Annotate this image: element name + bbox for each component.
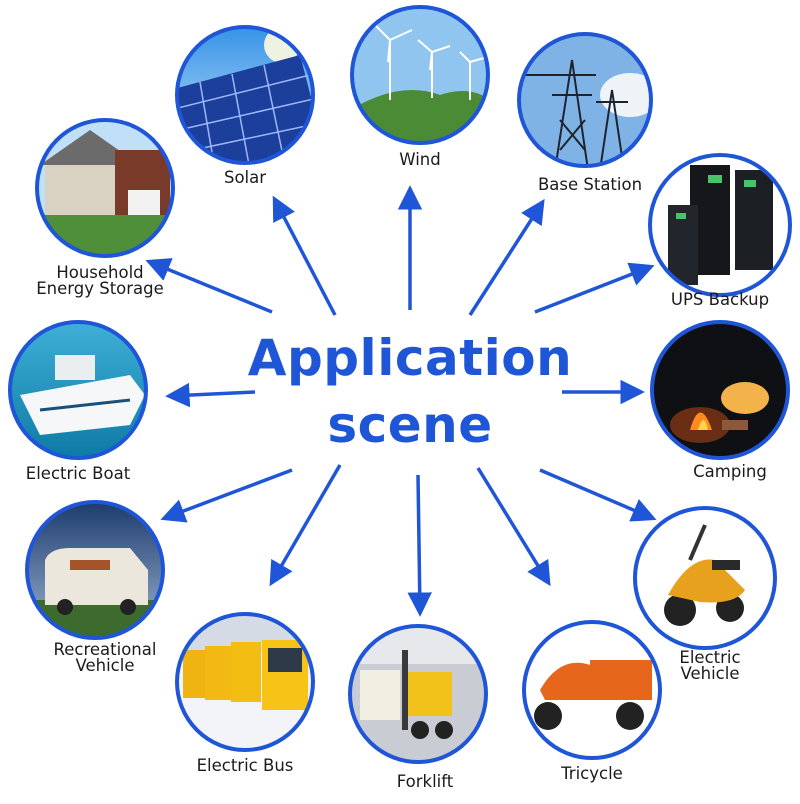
label-rv-line-1: Recreational — [53, 640, 157, 659]
arrow-to-electric-vehicle — [539, 468, 657, 522]
arrow-to-base-station — [468, 198, 545, 316]
arrow-to-electric-bus — [269, 464, 342, 587]
house-photo — [35, 118, 175, 258]
bus-photo — [175, 612, 315, 752]
label-electric-vehicle: Electric Vehicle — [665, 648, 755, 683]
campfire-photo — [650, 320, 790, 460]
boat-photo — [8, 320, 148, 460]
label-rv: Recreational Vehicle — [30, 640, 180, 675]
label-electric-bus: Electric Bus — [196, 756, 294, 775]
ups-cabinet-photo — [648, 153, 792, 297]
title-line-2: scene — [327, 396, 493, 454]
label-electric-vehicle-line-2: Vehicle — [680, 664, 740, 683]
solar-photo — [175, 25, 315, 165]
arrow-to-solar — [272, 195, 337, 316]
label-forklift: Forklift — [396, 772, 454, 791]
label-electric-vehicle-line-1: Electric — [679, 648, 741, 667]
arrow-to-forklift — [407, 474, 432, 617]
title-line-1: Application — [247, 329, 573, 387]
label-boat: Electric Boat — [25, 464, 131, 483]
forklift-photo — [348, 624, 488, 764]
label-rv-line-2: Vehicle — [75, 656, 135, 675]
power-tower-photo — [517, 32, 653, 168]
label-ups: UPS Backup — [670, 290, 770, 309]
wind-turbine-photo — [350, 5, 490, 145]
arrow-to-tricycle — [476, 467, 551, 587]
tricycle-photo — [522, 620, 662, 760]
arrow-to-boat — [165, 382, 256, 408]
label-household: Household Energy Storage — [15, 263, 185, 298]
label-solar: Solar — [223, 168, 267, 187]
arrow-to-ups — [534, 262, 655, 314]
label-household-line-2: Energy Storage — [36, 279, 164, 298]
scooter-photo — [633, 506, 777, 650]
label-base-station: Base Station — [537, 175, 643, 194]
arrow-to-rv — [160, 468, 293, 523]
rv-photo — [25, 500, 165, 640]
arrow-to-household — [145, 258, 273, 314]
label-camping: Camping — [693, 462, 767, 481]
label-wind: Wind — [399, 150, 441, 169]
arrows — [145, 185, 657, 617]
label-household-line-1: Household — [56, 263, 144, 282]
label-tricycle: Tricycle — [561, 764, 623, 783]
